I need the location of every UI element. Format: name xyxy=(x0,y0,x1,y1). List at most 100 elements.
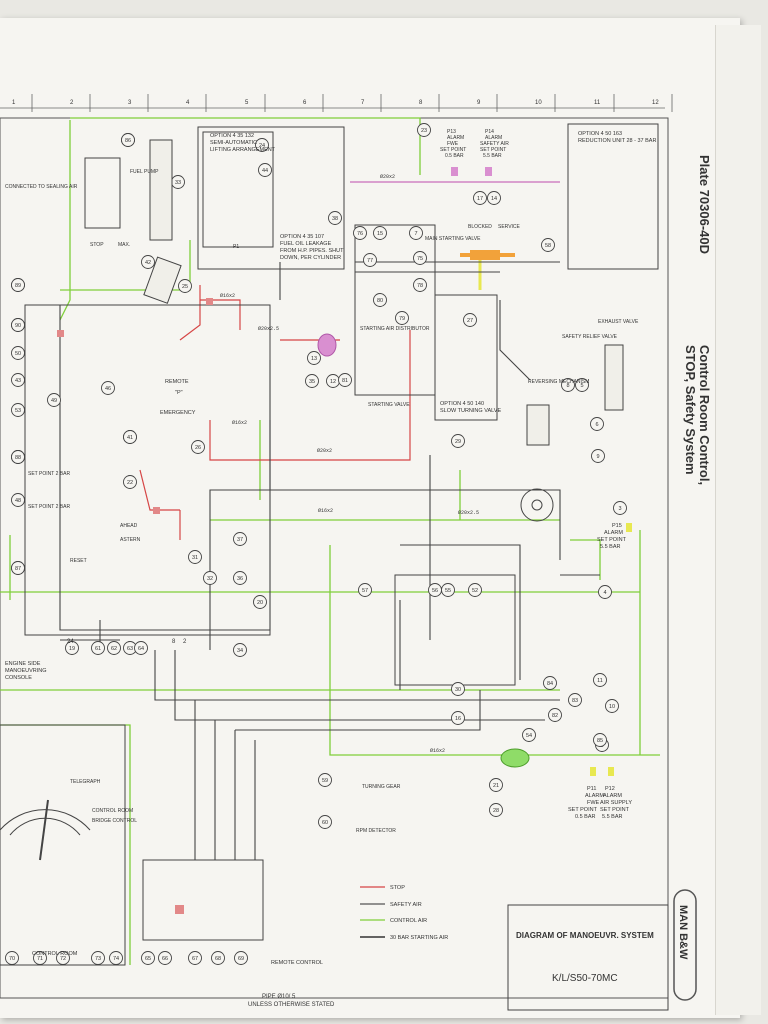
p3-setpoint: SET POINT 2 BAR xyxy=(28,504,70,510)
service-label: SERVICE xyxy=(498,224,521,230)
callout-circle xyxy=(363,253,377,267)
column-number: 11 xyxy=(594,100,601,106)
p13-line4: SET POINT xyxy=(440,147,466,153)
starting-valve-magenta xyxy=(317,333,337,357)
callout-circle xyxy=(123,475,137,489)
callout-circle xyxy=(233,532,247,546)
callout-number: 60 xyxy=(322,820,328,826)
callout-number: 64 xyxy=(138,646,144,652)
row-2: 2 xyxy=(183,639,187,645)
callout-circle xyxy=(11,493,25,507)
column-number: 2 xyxy=(70,100,74,106)
p2-setpoint: SET POINT 2 BAR xyxy=(28,471,70,477)
callout-circle xyxy=(307,351,321,365)
p1-label: P1 xyxy=(233,244,239,250)
callout-circle xyxy=(489,778,503,792)
callout-number: 75 xyxy=(417,256,423,262)
opt-fuel-leak-line2: FUEL OIL LEAKAGE xyxy=(280,241,332,247)
starting-valve-label: STARTING VALVE xyxy=(368,402,410,408)
red-valve-3 xyxy=(153,507,160,514)
reversing-mechanism-label: REVERSING MECHANISM xyxy=(528,379,589,385)
control-room-label: CONTROL ROOM xyxy=(32,951,78,957)
callout-circle xyxy=(413,278,427,292)
yellow-indicator-p15 xyxy=(626,523,632,532)
callout-circle xyxy=(413,251,427,265)
callout-circle xyxy=(56,951,70,965)
callout-circle xyxy=(255,138,269,152)
callout-circle xyxy=(33,951,47,965)
callout-number: 6 xyxy=(595,422,598,428)
opt-lifting-line1: OPTION 4 35 132 xyxy=(210,133,254,139)
callout-number: 20 xyxy=(257,600,263,606)
p13-line1: P13 xyxy=(447,129,456,135)
legend-starting-air: 30 BAR STARTING AIR xyxy=(390,935,448,941)
callout-number: 10 xyxy=(609,704,615,710)
safety-air-line xyxy=(499,300,531,381)
callout-number: 58 xyxy=(545,243,551,249)
callout-number: 83 xyxy=(572,698,578,704)
drawing-sheet xyxy=(0,18,740,1018)
safety-air-line xyxy=(400,544,521,680)
callout-circle xyxy=(11,403,25,417)
p11-line4: SET POINT xyxy=(568,807,598,813)
callout-number: 49 xyxy=(51,398,57,404)
lifting-inner-box xyxy=(202,131,274,248)
callout-number: 25 xyxy=(182,284,188,290)
callout-number: 30 xyxy=(455,687,461,693)
text-group: OPTION 4 35 132 SEMI-AUTOMATIC LIFTING A… xyxy=(5,129,712,1008)
callout-circle xyxy=(141,951,155,965)
callout-circle xyxy=(353,226,367,240)
callout-number: 54 xyxy=(526,733,532,739)
column-number: 10 xyxy=(535,100,542,106)
callout-circle xyxy=(107,641,121,655)
callout-number: 70 xyxy=(9,956,15,962)
callout-circle xyxy=(141,255,155,269)
callout-number: 33 xyxy=(175,180,181,186)
callout-number: 81 xyxy=(342,378,348,384)
p12-line2: ALARM xyxy=(603,793,622,799)
pipe-label-b: Ø20x2.5 xyxy=(258,325,279,332)
safety-air-line xyxy=(230,489,561,560)
callout-number: 72 xyxy=(60,956,66,962)
callout-circle xyxy=(134,641,148,655)
back-sheet-edge xyxy=(715,25,761,1015)
yellow-indicator-p11 xyxy=(590,767,596,776)
callout-circle xyxy=(91,951,105,965)
column-number: 4 xyxy=(186,100,190,106)
reduction-unit-box xyxy=(567,123,659,270)
callout-circle xyxy=(188,550,202,564)
callout-circle xyxy=(613,501,627,515)
callout-number: 15 xyxy=(377,231,383,237)
man-bw-logo: MAN B&W xyxy=(673,889,697,1001)
callout-circle xyxy=(561,378,575,392)
callout-number: 9 xyxy=(596,454,599,460)
callout-number: 84 xyxy=(547,681,553,687)
callout-circle xyxy=(305,374,319,388)
callout-circle xyxy=(487,191,501,205)
callout-number: 65 xyxy=(145,956,151,962)
emergency-label: EMERGENCY xyxy=(160,410,196,416)
row-8: 8 xyxy=(172,639,176,645)
callout-number: 32 xyxy=(207,576,213,582)
bridge-control-label: BRIDGE CONTROL xyxy=(92,818,137,824)
column-number: 8 xyxy=(419,100,423,106)
telegraph-label: TELEGRAPH xyxy=(70,779,101,785)
plate-title-line2: STOP, Safety System xyxy=(683,345,698,475)
pipe-label-g: Ø16x2 xyxy=(430,747,445,754)
callout-number: 14 xyxy=(491,196,497,202)
p-label: "P" xyxy=(175,390,183,396)
callout-number: 55 xyxy=(445,588,451,594)
callout-number: 80 xyxy=(377,298,383,304)
callout-number: 85 xyxy=(597,738,603,744)
callout-circle xyxy=(5,951,19,965)
pipe-label-h: Ø20x2 xyxy=(380,173,395,180)
callout-circle xyxy=(593,673,607,687)
opt-slow-turning-line2: SLOW TURNING VALVE xyxy=(440,408,501,414)
callout-number: 13 xyxy=(311,356,317,362)
pipe-label-e: Ø16x2 xyxy=(318,507,333,514)
callout-number: 79 xyxy=(399,316,405,322)
callout-number: 67 xyxy=(192,956,198,962)
callout-circle xyxy=(178,279,192,293)
